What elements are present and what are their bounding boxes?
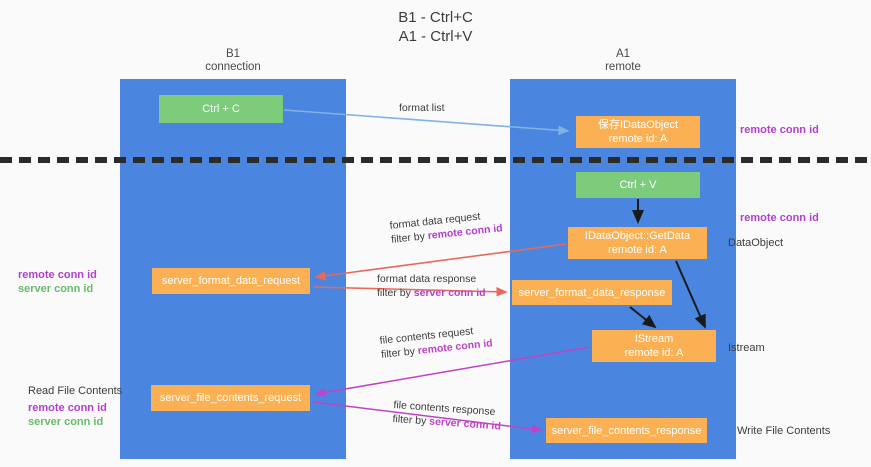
edge-label-format-data-response: format data response filter by server co… [377,272,486,300]
node-idataobject-getdata[interactable]: IDataObject::GetData remote id: A [568,227,707,259]
lane-header-b1: B1 connection [205,48,261,73]
node-server-format-data-response[interactable]: server_format_data_response [512,280,672,305]
annotation-remote-conn-id-bottom: remote conn id [28,402,107,414]
annotation-server-conn-id-left: server conn id [18,283,94,295]
annotation-write-file-contents: Write File Contents [737,425,831,437]
filter-key-server-conn-id: server conn id [413,287,486,299]
annotation-remote-conn-id-top-text: remote conn id [740,124,819,136]
node-istream-sublabel: remote id: A [624,347,684,359]
lane-header-a1: A1 remote [605,48,641,73]
node-save-idataobject-label: 保存IDataObject [597,119,679,131]
annotation-istream: Istream [728,342,765,354]
node-ctrl-c[interactable]: Ctrl + C [159,95,283,123]
node-server-format-data-response-label: server_format_data_response [518,286,666,299]
node-ctrl-c-label: Ctrl + C [202,103,240,115]
edge-label-format-data-request: format data request filter by remote con… [389,207,503,247]
filter-by-prefix: filter by [392,412,430,428]
node-save-idataobject-sublabel: remote id: A [608,133,668,145]
filter-key-server-conn-id: server conn id [428,415,502,433]
node-istream-label: IStream [634,333,674,345]
annotation-remote-conn-id-mid: remote conn id [740,211,819,225]
edge-label-format-list: format list [399,101,445,115]
filter-by-prefix: filter by [377,287,414,299]
phase-divider [0,157,871,163]
edge-label-file-contents-request: file contents request filter by remote c… [379,322,493,362]
node-istream[interactable]: IStream remote id: A [592,330,716,362]
node-save-idataobject[interactable]: 保存IDataObject remote id: A [576,116,700,148]
annotation-dataobject: DataObject [728,237,784,249]
node-server-file-contents-request-label: server_file_contents_request [159,392,302,404]
filter-by-prefix: filter by [390,230,429,246]
annotation-remote-conn-id-top: remote conn id [740,123,819,137]
annotation-server-conn-id-bottom: server conn id [28,416,104,428]
node-idataobject-getdata-sublabel: remote id: A [608,244,667,256]
node-server-file-contents-response[interactable]: server_file_contents_response [546,418,707,443]
edge-label-format-list-line1: format list [399,102,445,114]
node-server-file-contents-request[interactable]: server_file_contents_request [151,385,310,411]
node-ctrl-v-label: Ctrl + V [619,179,657,191]
node-server-file-contents-response-label: server_file_contents_response [551,424,702,437]
annotation-remote-conn-id-left: remote conn id [18,269,97,281]
node-ctrl-v[interactable]: Ctrl + V [576,172,700,198]
annotation-conn-ids-bottom: remote conn id server conn id [28,401,107,429]
edge-label-format-data-response-line2: filter by server conn id [377,286,486,300]
annotation-read-file-contents: Read File Contents [28,385,123,397]
node-server-format-data-request[interactable]: server_format_data_request [152,268,310,294]
page-title: B1 - Ctrl+C A1 - Ctrl+V [398,9,473,45]
edge-label-file-contents-response: file contents response filter by server … [392,398,502,434]
filter-by-prefix: filter by [380,345,419,361]
edge-label-format-data-response-line1: format data response [377,273,477,285]
node-server-format-data-request-label: server_format_data_request [161,275,301,287]
annotation-remote-conn-id-mid-text: remote conn id [740,212,819,224]
annotation-conn-ids-mid: remote conn id server conn id [18,268,97,296]
node-idataobject-getdata-label: IDataObject::GetData [584,230,691,242]
